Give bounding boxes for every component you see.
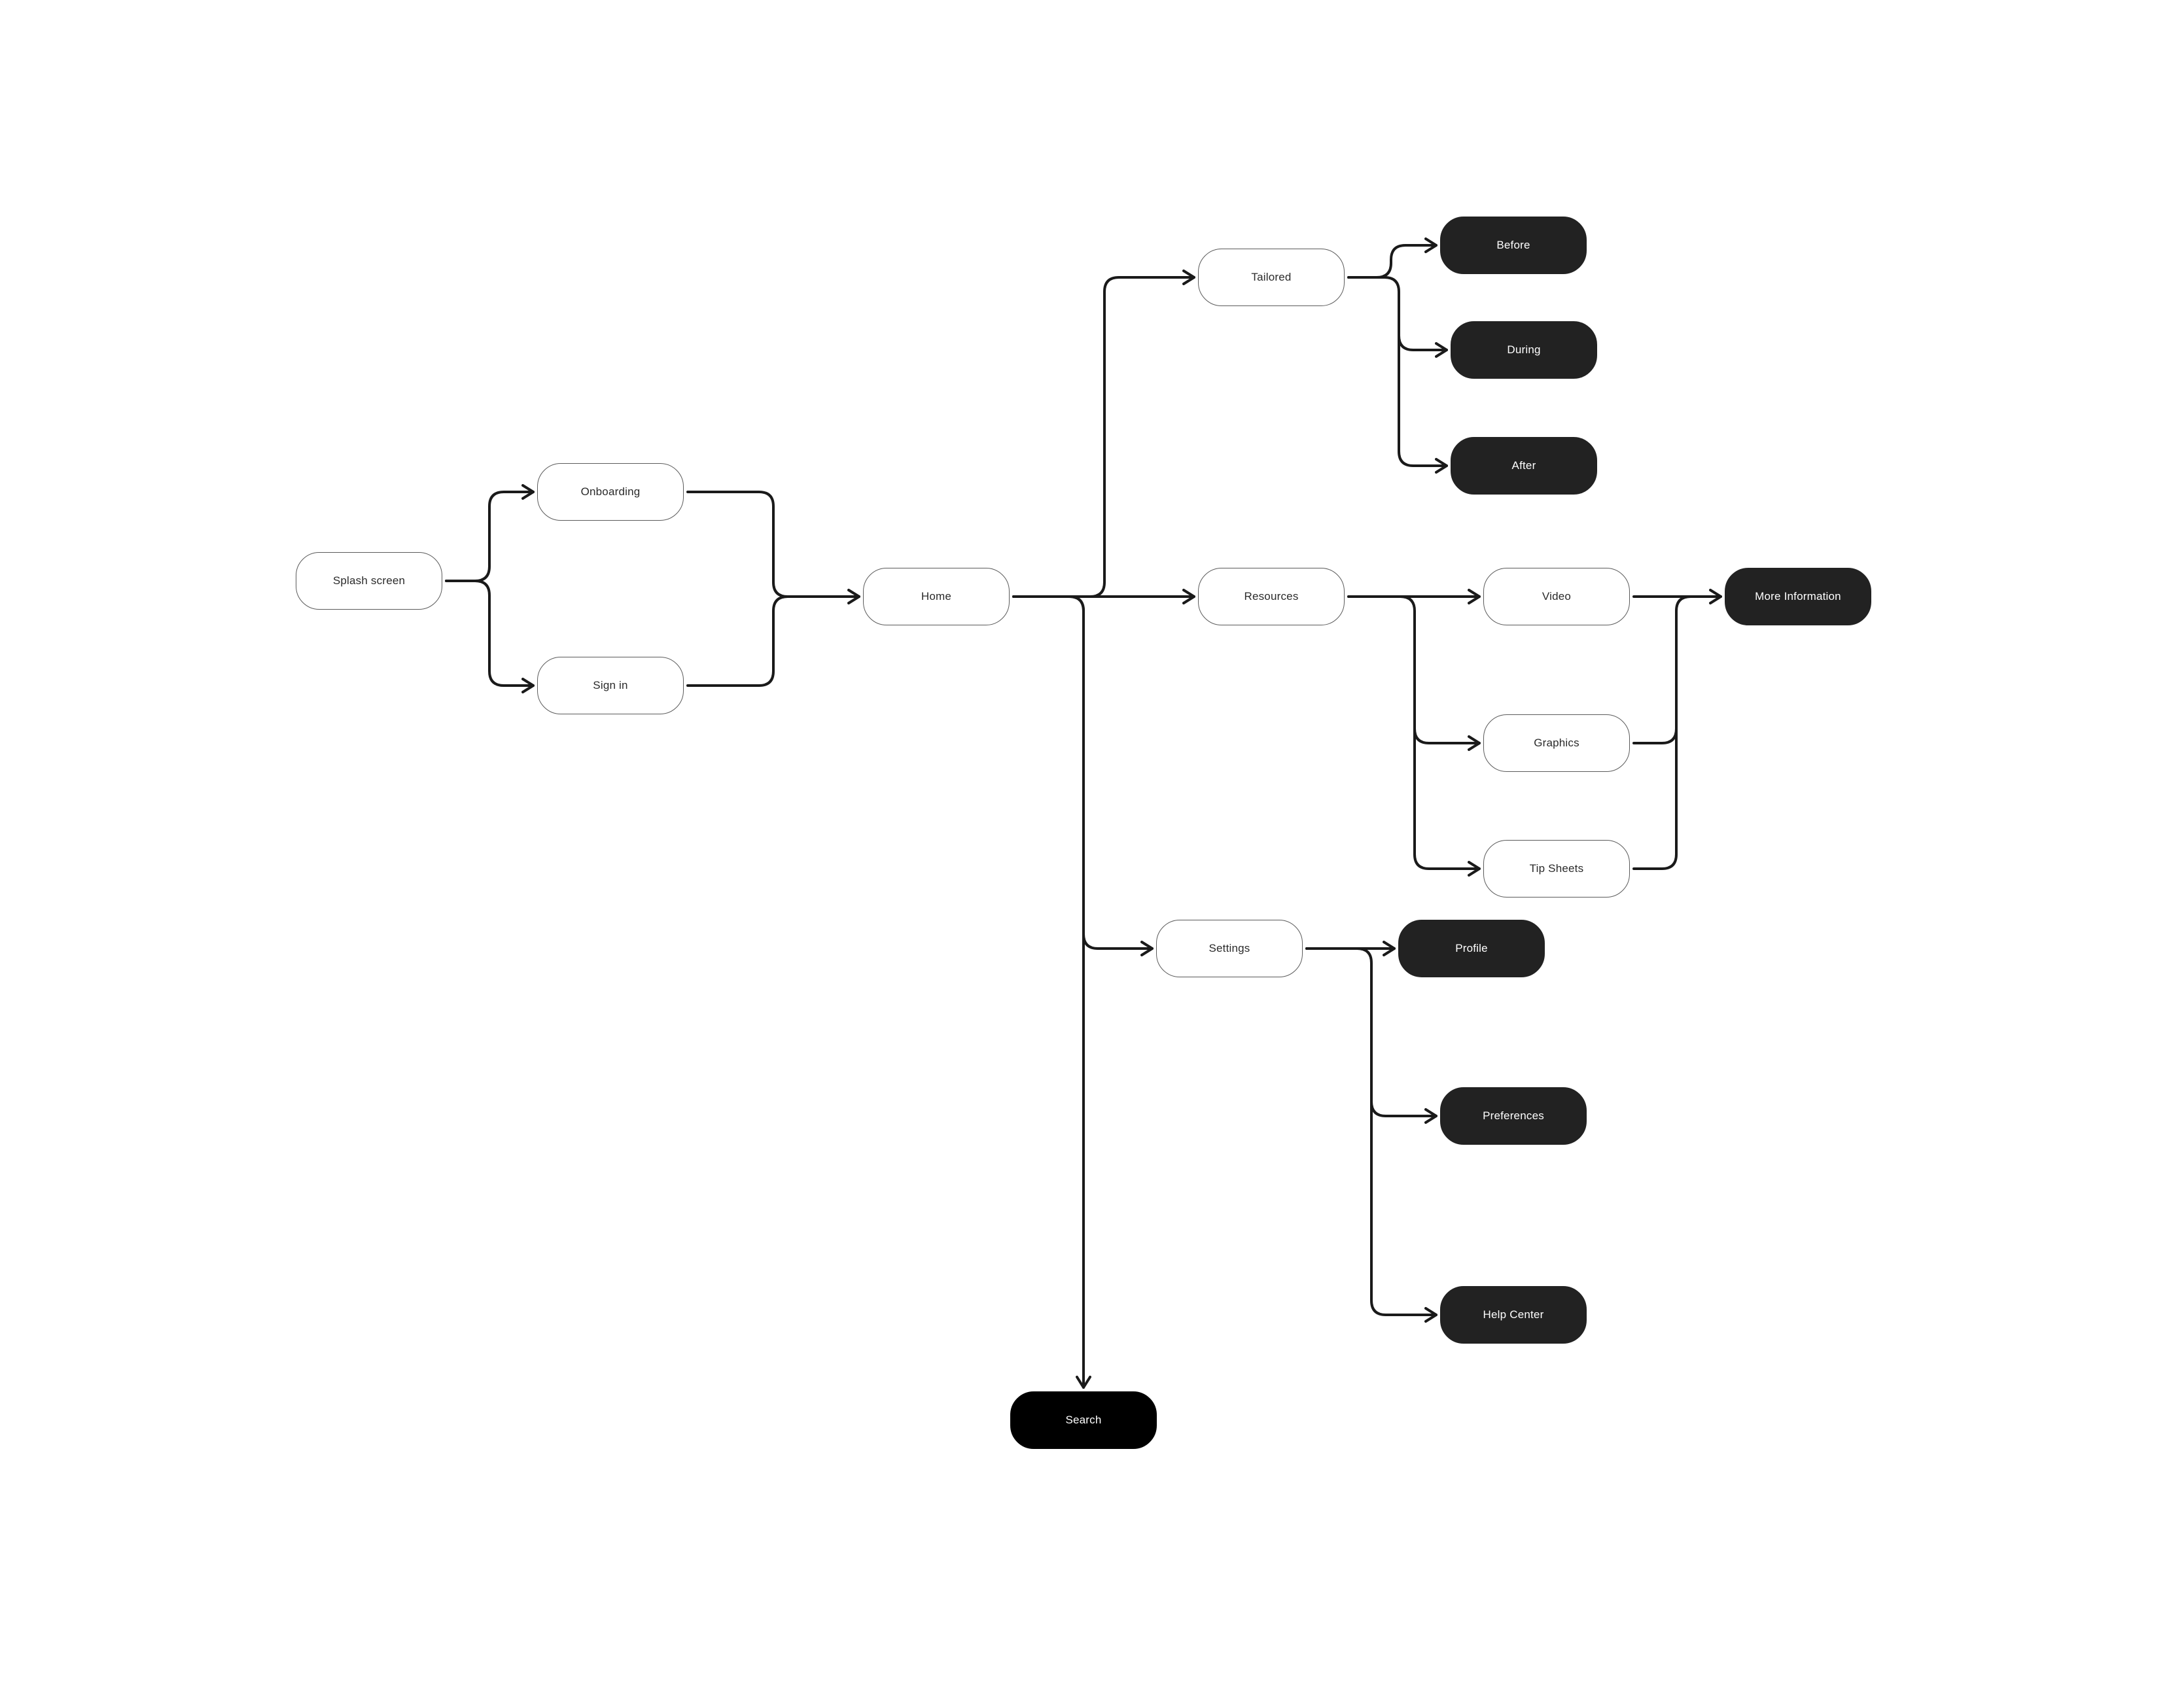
node-tailored[interactable]: Tailored	[1198, 249, 1345, 306]
node-tip-sheets[interactable]: Tip Sheets	[1483, 840, 1630, 898]
edge-signin-to-home	[686, 595, 789, 687]
node-settings[interactable]: Settings	[1156, 920, 1303, 977]
node-during[interactable]: During	[1451, 321, 1597, 379]
node-home[interactable]: Home	[863, 568, 1010, 625]
edge-tailored-to-during	[1347, 276, 1448, 358]
edge-resources-to-graphics	[1347, 595, 1481, 751]
edge-tailored-to-after	[1398, 334, 1448, 474]
edge-onboarding-to-home	[686, 491, 860, 604]
node-before[interactable]: Before	[1440, 217, 1587, 274]
node-onboarding[interactable]: Onboarding	[537, 463, 684, 521]
edge-settings-to-preferences	[1305, 947, 1437, 1124]
edge-splash-to-signin	[445, 580, 535, 693]
edge-resources-to-tipsheets	[1413, 727, 1481, 877]
edge-tipsheets-to-moreinfo	[1632, 727, 1678, 870]
node-help-center[interactable]: Help Center	[1440, 1286, 1587, 1344]
node-after[interactable]: After	[1451, 437, 1597, 495]
edge-graphics-to-moreinfo	[1632, 595, 1692, 744]
node-resources[interactable]: Resources	[1198, 568, 1345, 625]
node-preferences[interactable]: Preferences	[1440, 1087, 1587, 1145]
edge-settings-to-helpcenter	[1370, 1100, 1437, 1323]
edge-home-to-tailored	[1012, 270, 1195, 598]
node-search[interactable]: Search	[1010, 1391, 1157, 1449]
node-more-information[interactable]: More Information	[1725, 568, 1871, 625]
node-sign-in[interactable]: Sign in	[537, 657, 684, 714]
edge-splash-to-onboarding	[445, 484, 535, 582]
node-splash-screen[interactable]: Splash screen	[296, 552, 442, 610]
node-profile[interactable]: Profile	[1398, 920, 1545, 977]
node-video[interactable]: Video	[1483, 568, 1630, 625]
edge-tailored-to-before	[1347, 237, 1437, 279]
edge-home-to-search	[1068, 595, 1091, 1389]
node-graphics[interactable]: Graphics	[1483, 714, 1630, 772]
